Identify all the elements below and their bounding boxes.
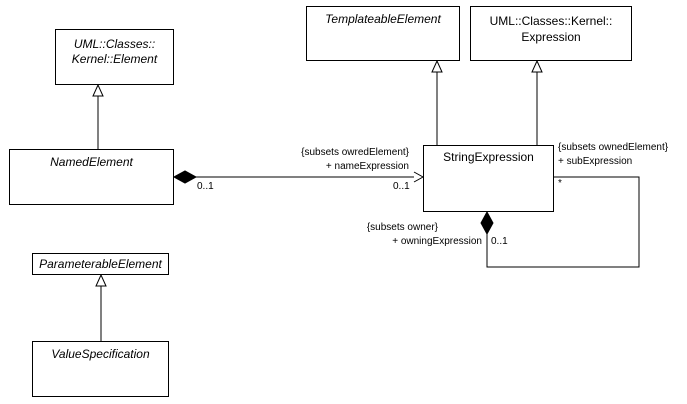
class-element[interactable]: UML::Classes:: Kernel::Element bbox=[55, 29, 174, 85]
association-sub-expression-line bbox=[486, 176, 640, 268]
owning-expression-role-label: + owningExpression bbox=[392, 236, 482, 247]
sub-expression-multiplicity: * bbox=[558, 178, 562, 189]
sub-expression-constraint-label: {subsets ownedElement} bbox=[558, 142, 669, 153]
class-parameterable-element-name: ParameterableElement bbox=[39, 257, 162, 271]
owning-expression-multiplicity: 0..1 bbox=[491, 236, 508, 247]
generalization-arrowhead bbox=[95, 273, 107, 287]
composition-diamond-namedelement bbox=[172, 170, 198, 184]
class-element-name-line1: UML::Classes:: bbox=[73, 37, 156, 51]
generalization-arrowhead bbox=[531, 59, 543, 73]
class-named-element-name: NamedElement bbox=[50, 155, 133, 169]
composition-diamond-stringexpression bbox=[480, 210, 494, 236]
class-templateable-element[interactable]: TemplateableElement bbox=[306, 6, 460, 61]
name-expression-constraint-label: {subsets owredElement} bbox=[301, 147, 409, 158]
generalization-arrowhead bbox=[431, 59, 443, 73]
class-value-specification[interactable]: ValueSpecification bbox=[32, 341, 169, 397]
class-expression[interactable]: UML::Classes::Kernel:: Expression bbox=[470, 6, 632, 61]
generalization-arrowhead bbox=[92, 83, 104, 97]
class-element-name-line2: Kernel::Element bbox=[71, 52, 158, 66]
name-expression-multiplicity-source: 0..1 bbox=[197, 181, 214, 192]
navigability-arrowhead bbox=[413, 171, 425, 183]
class-expression-name-line2: Expression bbox=[521, 30, 581, 44]
class-expression-name-line1: UML::Classes::Kernel:: bbox=[489, 14, 613, 28]
owning-expression-constraint-label: {subsets owner} bbox=[366, 222, 438, 233]
class-parameterable-element[interactable]: ParameterableElement bbox=[32, 253, 169, 275]
class-string-expression-name: StringExpression bbox=[443, 150, 534, 164]
name-expression-multiplicity-target: 0..1 bbox=[393, 181, 410, 192]
class-named-element[interactable]: NamedElement bbox=[9, 149, 174, 205]
class-value-specification-name: ValueSpecification bbox=[51, 347, 150, 361]
sub-expression-role-label: + subExpression bbox=[558, 156, 633, 167]
name-expression-role-label: + nameExpression bbox=[325, 161, 409, 172]
class-string-expression[interactable]: StringExpression bbox=[423, 145, 554, 212]
class-templateable-element-name: TemplateableElement bbox=[325, 12, 441, 26]
